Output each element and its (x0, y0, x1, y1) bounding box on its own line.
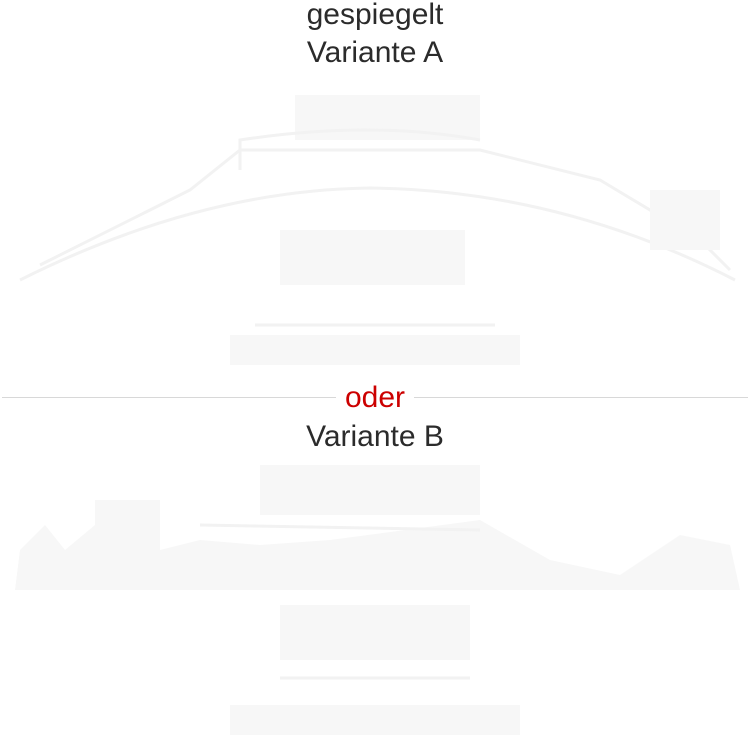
divider-right (414, 397, 748, 398)
variant-b-logo (15, 465, 740, 735)
mirrored-caption: gespiegelt (306, 0, 444, 31)
variant-a-logo-mirrored (19, 95, 736, 365)
variant-a-title: Variante A (306, 36, 444, 69)
divider-left (2, 397, 336, 398)
separator-label: oder (344, 381, 406, 414)
variant-b-title: Variante B (306, 420, 444, 453)
